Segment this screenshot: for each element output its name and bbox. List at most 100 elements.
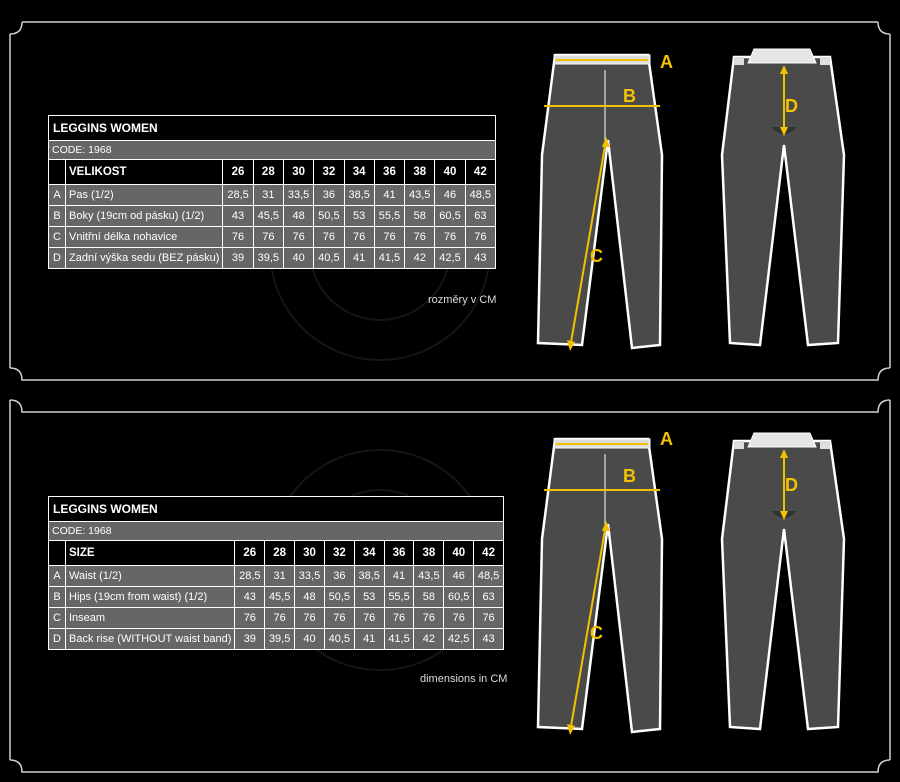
cell: 31	[264, 565, 296, 587]
cell: 76	[264, 607, 296, 629]
cell: 39	[234, 628, 266, 650]
cell: 43,5	[413, 565, 445, 587]
size-col: 30	[294, 540, 325, 566]
cell: 76	[443, 607, 475, 629]
cell: 33,5	[282, 184, 315, 206]
cell: 28,5	[222, 184, 254, 206]
size-col: 32	[323, 540, 355, 566]
cell: 45,5	[252, 205, 284, 227]
units-note: dimensions in CM	[420, 673, 508, 685]
leggings-back-diagram	[720, 48, 846, 347]
label-b: B	[623, 466, 636, 486]
label-a: A	[660, 429, 673, 449]
table-title: LEGGINS WOMEN	[48, 115, 496, 141]
cell: 58	[404, 205, 436, 227]
cell: 45,5	[264, 586, 296, 608]
cell: 41,5	[373, 247, 406, 269]
size-col: 38	[404, 159, 436, 185]
cell: 31	[252, 184, 284, 206]
cell: 41	[373, 184, 406, 206]
cell: 38,5	[343, 184, 375, 206]
size-header-row: SIZE 26 28 30 32 34 36 38 40 42	[48, 540, 504, 566]
cell: 36	[313, 184, 345, 206]
row-label: Hips (19cm from waist) (1/2)	[64, 586, 236, 608]
cell: 48	[294, 586, 325, 608]
leggings-front-diagram	[536, 437, 664, 735]
cell: 36	[323, 565, 355, 587]
cell: 41	[383, 565, 415, 587]
cell: 60,5	[434, 205, 466, 227]
cell: 42,5	[443, 628, 475, 650]
table-row: D Back rise (WITHOUT waist band) 39 39,5…	[48, 628, 504, 650]
size-col: 26	[222, 159, 254, 185]
leggings-front-diagram	[536, 53, 664, 351]
table-row: C Vnitřní délka nohavice 76 76 76 76 76 …	[48, 226, 497, 248]
cell: 76	[234, 607, 266, 629]
size-col: 30	[282, 159, 315, 185]
size-col: 34	[353, 540, 385, 566]
units-note: rozměry v CM	[428, 294, 497, 306]
cell: 28,5	[234, 565, 266, 587]
size-col: 32	[313, 159, 345, 185]
label-c: C	[590, 246, 603, 266]
cell: 41	[343, 247, 375, 269]
row-letter: B	[48, 205, 66, 227]
size-table: LEGGINS WOMEN CODE: 1968 VELIKOST 26 28 …	[48, 115, 497, 269]
cell: 76	[353, 607, 385, 629]
label-d: D	[785, 96, 798, 116]
row-letter: A	[48, 565, 66, 587]
cell: 55,5	[383, 586, 415, 608]
size-panel-english: LEGGINS WOMEN CODE: 1968 SIZE 26 28 30 3…	[0, 391, 900, 782]
row-letter: D	[48, 247, 66, 269]
cell: 76	[464, 226, 497, 248]
size-col: 36	[373, 159, 406, 185]
cell: 43	[222, 205, 254, 227]
size-col: 28	[264, 540, 296, 566]
table-title: LEGGINS WOMEN	[48, 496, 504, 522]
cell: 76	[413, 607, 445, 629]
cell: 76	[323, 607, 355, 629]
size-col: 42	[464, 159, 497, 185]
size-header-label: SIZE	[64, 540, 236, 566]
size-col: 34	[343, 159, 375, 185]
size-col: 42	[473, 540, 504, 566]
cell: 76	[282, 226, 315, 248]
size-col: 26	[234, 540, 266, 566]
size-header-label: VELIKOST	[64, 159, 224, 185]
row-label: Waist (1/2)	[64, 565, 236, 587]
size-header-row: VELIKOST 26 28 30 32 34 36 38 40 42	[48, 159, 497, 185]
cell: 42	[413, 628, 445, 650]
cell: 76	[373, 226, 406, 248]
row-letter: B	[48, 586, 66, 608]
row-letter: C	[48, 226, 66, 248]
table-code: CODE: 1968	[48, 140, 496, 160]
size-col: 40	[434, 159, 466, 185]
cell: 43	[234, 586, 266, 608]
cell: 50,5	[323, 586, 355, 608]
cell: 53	[353, 586, 385, 608]
cell: 46	[434, 184, 466, 206]
cell: 63	[464, 205, 497, 227]
cell: 55,5	[373, 205, 406, 227]
size-col: 38	[413, 540, 445, 566]
table-row: A Pas (1/2) 28,5 31 33,5 36 38,5 41 43,5…	[48, 184, 497, 206]
cell: 63	[473, 586, 504, 608]
row-label: Back rise (WITHOUT waist band)	[64, 628, 236, 650]
label-c: C	[590, 623, 603, 643]
cell: 43	[464, 247, 497, 269]
cell: 42,5	[434, 247, 466, 269]
cell: 39,5	[252, 247, 284, 269]
cell: 76	[434, 226, 466, 248]
table-row: B Hips (19cm from waist) (1/2) 43 45,5 4…	[48, 586, 504, 608]
leggings-back-diagram	[720, 432, 846, 731]
size-col: 36	[383, 540, 415, 566]
row-letter: C	[48, 607, 66, 629]
cell: 76	[404, 226, 436, 248]
row-label: Zadní výška sedu (BEZ pásku)	[64, 247, 224, 269]
row-label: Inseam	[64, 607, 236, 629]
cell: 76	[294, 607, 325, 629]
cell: 39	[222, 247, 254, 269]
cell: 40	[294, 628, 325, 650]
size-col: 40	[443, 540, 475, 566]
cell: 76	[252, 226, 284, 248]
